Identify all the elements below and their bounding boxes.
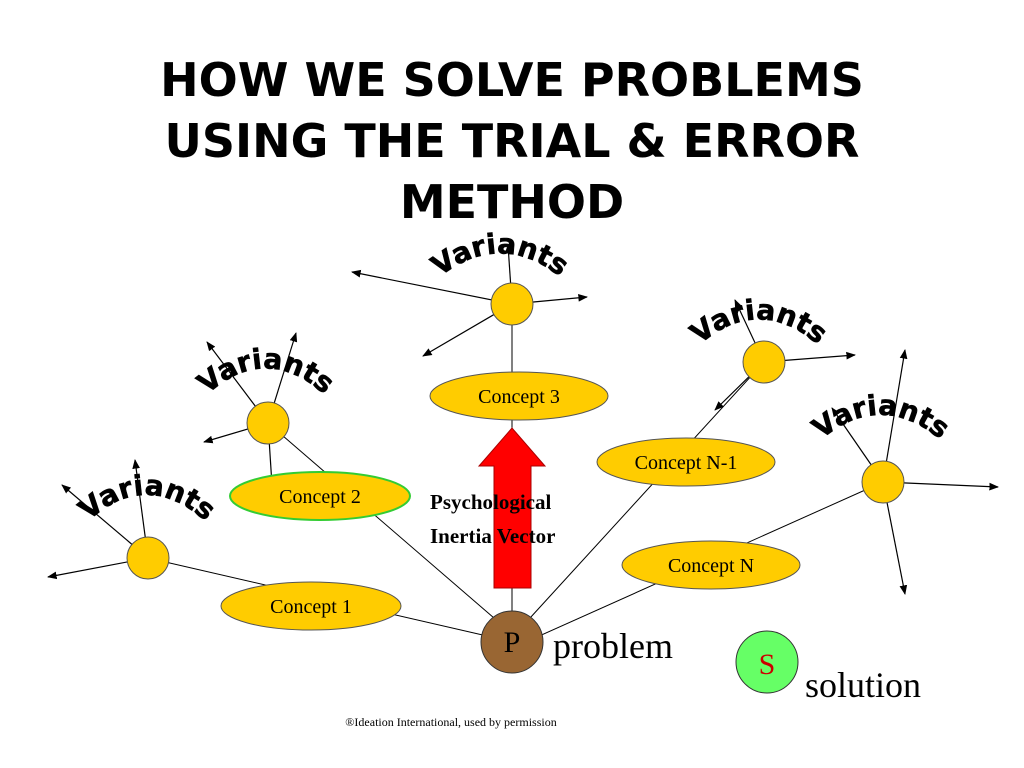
problem-node: P <box>480 610 544 674</box>
variant-node-2 <box>246 401 290 445</box>
variants-text-5: Variants <box>806 388 956 445</box>
concept-1: Concept 1 <box>220 581 402 631</box>
concept-3: Concept 3 <box>429 371 609 421</box>
variants-label-5: Variants <box>806 389 956 446</box>
variants-text-3: Variants <box>425 227 575 283</box>
variant-node-1 <box>126 536 170 580</box>
page-title: HOW WE SOLVE PROBLEMS USING THE TRIAL & … <box>160 53 864 229</box>
solution-node: S <box>735 630 799 694</box>
inertia-vector-arrow <box>477 427 547 589</box>
concept-n: Concept N <box>621 540 801 590</box>
problem-label: problem <box>553 626 673 666</box>
branch-line-2 <box>267 422 495 619</box>
problem-letter: P <box>504 626 521 659</box>
variant-node-n1 <box>742 340 786 384</box>
branch-line-n1 <box>529 361 765 619</box>
variants-text-1: Variants <box>72 468 222 527</box>
concept-3-label: Concept 3 <box>478 386 560 408</box>
concept-2-label: Concept 2 <box>279 486 361 508</box>
title-line-2: USING THE TRIAL & ERROR <box>165 114 860 168</box>
variants-label-1: Variants <box>72 469 222 527</box>
variant-node-3 <box>490 282 534 326</box>
inertia-vector-line-1: Psychological <box>430 490 551 514</box>
concept-n-label: Concept N <box>668 555 754 577</box>
inertia-vector-line-2: Inertia Vector <box>430 524 555 548</box>
variant-nodes <box>126 282 905 580</box>
solution-label: solution <box>805 665 921 705</box>
concept-n-minus-1: Concept N-1 <box>596 437 776 487</box>
title-line-1: HOW WE SOLVE PROBLEMS <box>160 53 864 107</box>
solution-letter: S <box>759 648 776 681</box>
variant-node-n <box>861 460 905 504</box>
title-line-3: METHOD <box>400 175 624 229</box>
concept-n-minus-1-label: Concept N-1 <box>635 452 738 474</box>
concept-2: Concept 2 <box>229 471 411 521</box>
inertia-vector-label: Psychological Inertia Vector <box>430 490 555 548</box>
variants-label-3: Variants <box>425 227 575 282</box>
concept-1-label: Concept 1 <box>270 596 352 618</box>
copyright-notice: ®Ideation International, used by permiss… <box>345 715 556 729</box>
